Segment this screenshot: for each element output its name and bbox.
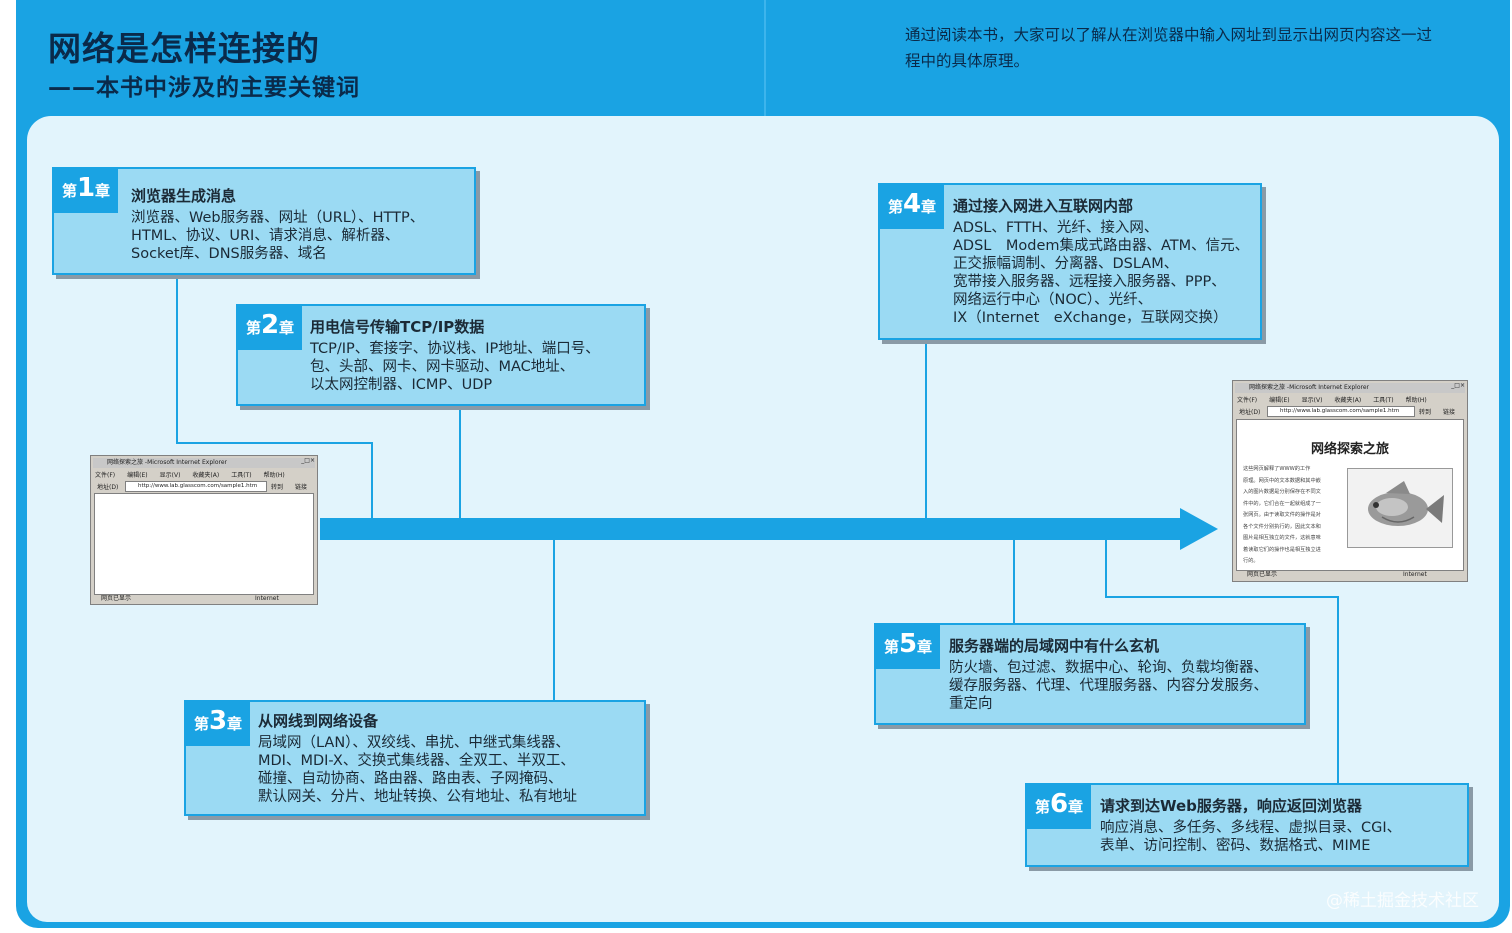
connector-ch4-v — [925, 338, 927, 520]
intro-text: 通过阅读本书，大家可以了解从在浏览器中输入网址到显示出网页内容这一过程中的具体原… — [905, 26, 1433, 70]
badge-number: 4 — [902, 189, 922, 219]
badge-suffix: 章 — [1068, 798, 1084, 816]
chapter-2-keywords: TCP/IP、套接字、协议栈、IP地址、端口号、 包、头部、网卡、网卡驱动、MA… — [310, 341, 600, 393]
connector-ch5-v — [1013, 538, 1015, 624]
timeline-arrow-shaft — [320, 518, 1188, 540]
menu-item: 编辑(E) — [1269, 397, 1290, 404]
status-text: 网页已显示 — [101, 595, 132, 602]
go-button: 转到 — [271, 484, 284, 491]
menu-item: 文件(F) — [1237, 397, 1258, 404]
menu-item: 帮助(H) — [1405, 397, 1427, 404]
go-button: 转到 — [1419, 409, 1432, 416]
badge-number: 1 — [76, 173, 96, 203]
connector-ch2-v — [459, 404, 461, 520]
badge-prefix: 第 — [883, 638, 899, 656]
menu-item: 收藏夹(A) — [192, 472, 220, 479]
chapter-2-title: 用电信号传输TCP/IP数据 — [310, 318, 485, 336]
badge-suffix: 章 — [917, 638, 933, 656]
badge-prefix: 第 — [887, 198, 903, 216]
chapter-1-title: 浏览器生成消息 — [131, 187, 237, 205]
address-label: 地址(D) — [1239, 409, 1261, 416]
browser-menubar: 文件(F) 编辑(E) 显示(V) 收藏夹(A) 工具(T) 帮助(H) — [95, 470, 313, 479]
badge-number: 5 — [898, 629, 918, 659]
badge-suffix: 章 — [227, 715, 243, 733]
browser-content-area: 网络探索之旅 这些网页解释了WWW的工作 原理。网页中的文本数据和其中嵌 入的图… — [1236, 419, 1464, 571]
browser-content-area — [94, 493, 314, 595]
badge-prefix: 第 — [1034, 798, 1050, 816]
menu-item: 工具(T) — [231, 472, 252, 479]
zone-text: Internet — [1403, 571, 1427, 578]
badge-suffix: 章 — [279, 319, 295, 337]
fish-image — [1347, 468, 1453, 548]
connector-ch1-v2 — [371, 442, 373, 520]
main-title: 网络是怎样连接的 — [48, 29, 320, 68]
window-controls-icon: _□× — [1451, 382, 1465, 389]
chapter-3-keywords: 局域网（LAN）、双绞线、串扰、中继式集线器、 MDI、MDI-X、交换式集线器… — [258, 735, 577, 805]
browser-titlebar: 网络探索之旅 -Microsoft Internet Explorer — [93, 458, 315, 468]
links-label: 链接 — [295, 484, 308, 491]
page-body-text: 这些网页解释了WWW的工作 原理。网页中的文本数据和其中嵌 入的图片数据是分别保… — [1243, 466, 1321, 564]
connector-ch1-v — [176, 274, 178, 444]
menu-item: 显示(V) — [1301, 397, 1323, 404]
address-bar: http://www.lab.glasscom.com/sample1.htm — [125, 481, 267, 492]
connector-ch6-v1 — [1105, 538, 1107, 598]
menu-item: 收藏夹(A) — [1334, 397, 1362, 404]
browser-window-empty: 网络探索之旅 -Microsoft Internet Explorer _□× … — [90, 455, 318, 605]
chapter-5-keywords: 防火墙、包过滤、数据中心、轮询、负载均衡器、 缓存服务器、代理、代理服务器、内容… — [949, 660, 1268, 712]
chapter-4-title: 通过接入网进入互联网内部 — [953, 197, 1134, 215]
badge-suffix: 章 — [921, 198, 937, 216]
zone-text: Internet — [255, 595, 279, 602]
address-bar: http://www.lab.glasscom.com/sample1.htm — [1267, 406, 1415, 417]
connector-ch3-v — [553, 538, 555, 700]
watermark: @稀土掘金技术社区 — [1326, 891, 1479, 911]
browser-menubar: 文件(F) 编辑(E) 显示(V) 收藏夹(A) 工具(T) 帮助(H) — [1237, 395, 1463, 404]
badge-prefix: 第 — [245, 319, 261, 337]
status-text: 网页已显示 — [1247, 571, 1278, 578]
badge-suffix: 章 — [95, 182, 111, 200]
timeline-arrow-head — [1180, 508, 1218, 550]
chapter-3-title: 从网线到网络设备 — [258, 712, 379, 730]
badge-prefix: 第 — [61, 182, 77, 200]
chapter-6-title: 请求到达Web服务器，响应返回浏览器 — [1100, 797, 1362, 815]
browser-titlebar: 网络探索之旅 -Microsoft Internet Explorer — [1235, 383, 1465, 393]
subtitle: ——本书中涉及的主要关键词 — [48, 75, 360, 101]
connector-ch6-h — [1105, 596, 1339, 598]
menu-item: 编辑(E) — [127, 472, 148, 479]
page-spine — [764, 0, 766, 118]
connector-ch6-v2 — [1337, 596, 1339, 784]
chapter-4-keywords: ADSL、FTTH、光纤、接入网、 ADSL Modem集成式路由器、ATM、信… — [953, 220, 1250, 326]
browser-window-page: 网络探索之旅 -Microsoft Internet Explorer _□× … — [1232, 380, 1468, 582]
connector-ch1-h — [176, 442, 373, 444]
links-label: 链接 — [1443, 409, 1456, 416]
badge-number: 2 — [260, 310, 280, 340]
menu-item: 文件(F) — [95, 472, 116, 479]
badge-number: 6 — [1049, 789, 1069, 819]
menu-item: 工具(T) — [1373, 397, 1394, 404]
fish-icon — [1368, 481, 1444, 526]
chapter-6-keywords: 响应消息、多任务、多线程、虚拟目录、CGI、 表单、访问控制、密码、数据格式、M… — [1100, 820, 1402, 854]
menu-item: 显示(V) — [159, 472, 181, 479]
badge-number: 3 — [208, 706, 228, 736]
page-heading: 网络探索之旅 — [1310, 442, 1389, 457]
menu-item: 帮助(H) — [263, 472, 285, 479]
chapter-1-keywords: 浏览器、Web服务器、网址（URL）、HTTP、 HTML、协议、URI、请求消… — [131, 210, 425, 262]
window-controls-icon: _□× — [301, 457, 315, 464]
address-label: 地址(D) — [97, 484, 119, 491]
badge-prefix: 第 — [193, 715, 209, 733]
chapter-5-title: 服务器端的局域网中有什么玄机 — [949, 637, 1160, 655]
